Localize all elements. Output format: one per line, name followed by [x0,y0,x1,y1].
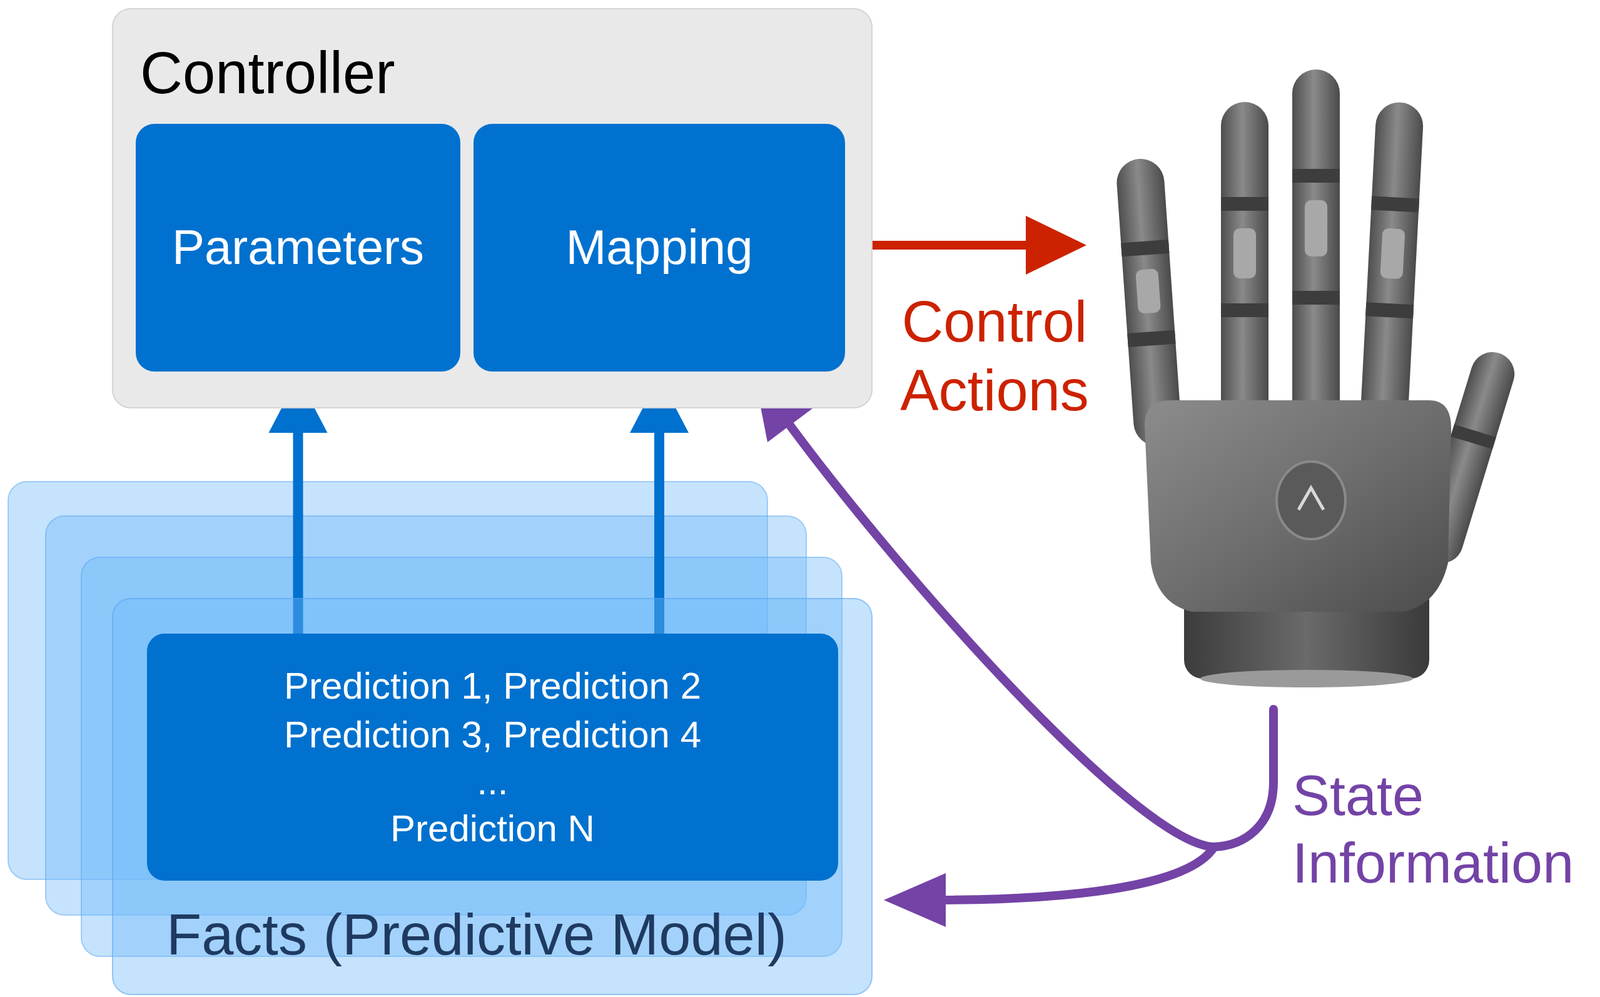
process-box: Parameters [135,123,461,372]
panel-title: Facts (Predictive Model) [166,901,787,969]
process-box: Mapping [473,123,846,372]
connector-arrow [268,376,328,634]
connector-arrow [629,376,689,634]
prediction-line: Prediction 1, Prediction 2 [283,661,702,711]
label-holder: Control Actions [891,287,1098,426]
facts-panel: Facts (Predictive Model) Prediction 1, Pr… [111,597,873,996]
arrow-label: State Information [1292,761,1593,897]
prediction-line: Prediction N [390,804,595,854]
prediction-line: Prediction 3, Prediction 4 [283,710,702,760]
box-label: Mapping [565,219,753,276]
control-arrow [846,215,1087,275]
controller-box: ControllerParameters Mapping [111,8,873,409]
label-holder: State Information [1292,761,1593,897]
prediction-line: ... [476,759,508,805]
box-label: Parameters [172,219,425,276]
arrow-label: Control Actions [891,287,1098,426]
controller-title: Controller [140,39,396,107]
prosthetic-hand [1115,69,1520,688]
predictions-box: Prediction 1, Prediction 2Prediction 3, … [146,633,839,881]
